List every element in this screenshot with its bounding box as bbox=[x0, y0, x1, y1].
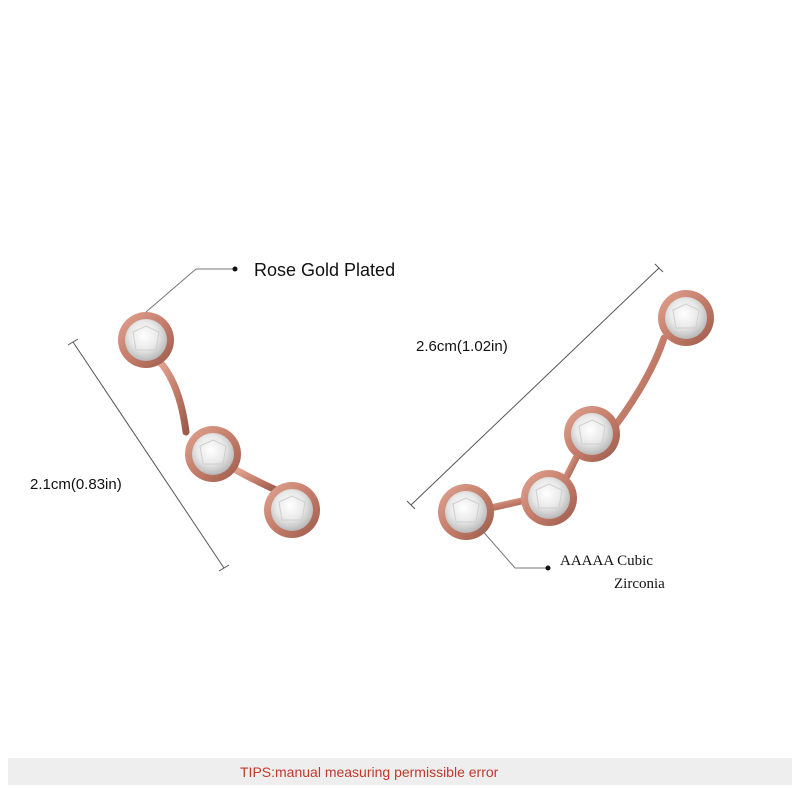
stone-setting bbox=[118, 312, 174, 368]
stone-setting bbox=[264, 482, 320, 538]
right-measurement-line bbox=[406, 263, 664, 510]
stone-label-line2: Zirconia bbox=[614, 576, 665, 592]
plating-label: Rose Gold Plated bbox=[254, 260, 396, 280]
tips-bar bbox=[8, 758, 792, 785]
stone-setting bbox=[521, 470, 577, 526]
stone-setting bbox=[438, 484, 494, 540]
stone-setting bbox=[564, 406, 620, 462]
stone-setting bbox=[658, 290, 714, 346]
stone-setting bbox=[185, 426, 241, 482]
left-length-label: 2.1cm(0.83in) bbox=[30, 476, 122, 493]
stone-leader-line bbox=[479, 527, 551, 571]
left-earring bbox=[118, 312, 320, 538]
tips-text: TIPS:manual measuring permissible error bbox=[240, 764, 499, 780]
stone-label-line1: AAAAA Cubic bbox=[560, 553, 653, 569]
left-measurement-line bbox=[67, 338, 230, 572]
plating-leader-line bbox=[145, 266, 238, 313]
right-earring bbox=[438, 290, 714, 540]
right-length-label: 2.6cm(1.02in) bbox=[416, 338, 508, 355]
